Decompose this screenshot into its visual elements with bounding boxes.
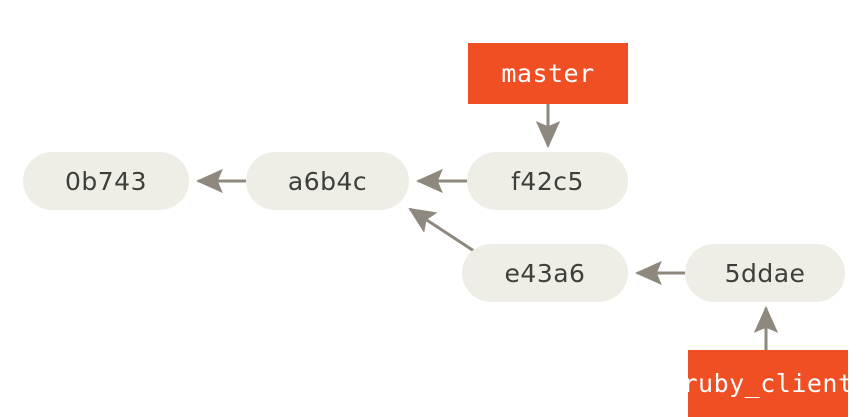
edge-e43a6-to-a6b4c (408, 207, 478, 255)
branch-name: master (501, 59, 595, 88)
commit-label: a6b4c (287, 166, 368, 196)
commit-node-f42c5[interactable]: f42c5 (467, 152, 628, 210)
branch-name: ruby_client (682, 369, 854, 398)
branch-label-master[interactable]: master (468, 43, 628, 104)
commit-label: f42c5 (511, 166, 584, 196)
commit-node-0b743[interactable]: 0b743 (23, 152, 189, 210)
commit-node-e43a6[interactable]: e43a6 (462, 244, 628, 302)
commit-label: 5ddae (724, 258, 806, 288)
commit-label: 0b743 (65, 166, 147, 196)
commit-node-a6b4c[interactable]: a6b4c (246, 152, 409, 210)
commit-node-5ddae[interactable]: 5ddae (685, 244, 845, 302)
branch-label-ruby_client[interactable]: ruby_client (682, 350, 853, 417)
commit-label: e43a6 (504, 258, 586, 288)
